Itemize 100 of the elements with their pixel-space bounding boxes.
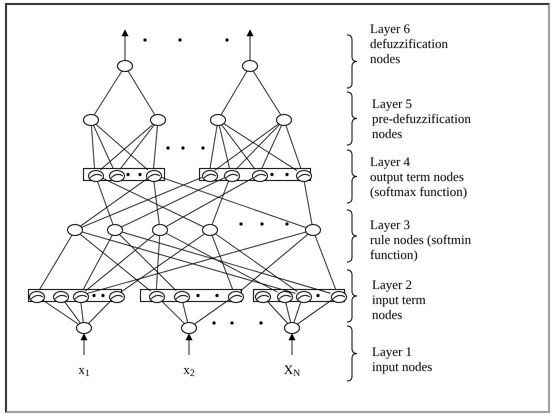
- connection-line: [285, 301, 291, 322]
- membership-neuron: [296, 170, 312, 182]
- neuron-circle: [181, 322, 197, 334]
- membership-neuron: [109, 290, 125, 302]
- connection-line: [91, 126, 95, 169]
- connection-line: [166, 233, 278, 292]
- neuron-circle: [242, 60, 258, 72]
- arrow: [122, 29, 128, 60]
- layer-label: output term nodes (softmax function): [370, 169, 468, 199]
- connection-line: [286, 125, 302, 170]
- membership-neuron: [252, 170, 268, 182]
- node-group-box: [140, 289, 242, 302]
- membership-neuron: [277, 290, 293, 302]
- connection-line: [222, 124, 256, 170]
- input-variable-label: X$_{N}$: [282, 362, 302, 377]
- membership-neuron: [255, 290, 271, 302]
- layer-label: Layer 4: [370, 154, 412, 169]
- input-variable-label: x$_{1}$: [77, 362, 91, 377]
- neuron-circle: [284, 322, 300, 334]
- connection-line: [82, 177, 202, 228]
- connection-line: [240, 234, 308, 292]
- arrow: [288, 333, 296, 356]
- layer-label: Layer 2: [372, 277, 414, 292]
- connection-line: [212, 180, 230, 225]
- neuron-circle: [202, 224, 218, 236]
- connection-line: [128, 71, 156, 115]
- connection-line: [121, 177, 225, 228]
- connection-line: [235, 124, 280, 170]
- connection-line: [253, 71, 281, 115]
- neuron-circle: [150, 114, 166, 126]
- connection-line: [38, 235, 72, 290]
- membership-neuron: [202, 170, 218, 182]
- connection-line: [261, 125, 282, 170]
- membership-neuron: [29, 290, 45, 302]
- connection-line: [224, 124, 298, 171]
- neuron-circle: [276, 114, 292, 126]
- connection-line: [153, 126, 158, 169]
- arrow: [186, 333, 192, 356]
- connection-line: [266, 300, 288, 324]
- connection-line: [214, 124, 279, 171]
- connection-line: [119, 234, 177, 292]
- membership-neuron: [109, 170, 125, 182]
- arrow: [80, 333, 88, 356]
- connection-line: [42, 299, 78, 324]
- connection-line: [215, 234, 298, 292]
- connection-line: [88, 300, 112, 324]
- connection-line: [166, 178, 253, 227]
- membership-neuron: [174, 290, 190, 302]
- layer-label: input nodes: [372, 359, 434, 374]
- membership-neuron: [331, 290, 347, 302]
- connection-line: [63, 300, 81, 324]
- connection-line: [96, 180, 114, 225]
- connection-line: [80, 178, 148, 226]
- connection-line: [314, 235, 336, 290]
- connection-line: [93, 125, 114, 170]
- connection-line: [220, 71, 248, 115]
- connection-line: [122, 232, 331, 294]
- connection-line: [212, 235, 234, 290]
- node-group-box: [253, 289, 345, 302]
- node-group-box: [199, 168, 311, 181]
- connection-line: [82, 235, 112, 290]
- neuron-circle: [67, 224, 83, 236]
- neuron-circle: [152, 224, 168, 236]
- membership-neuron: [149, 290, 165, 302]
- input-variable-label: x$_{2}$: [182, 362, 196, 377]
- connection-line: [101, 177, 204, 228]
- neuron-circle: [210, 114, 226, 126]
- neuron-circle: [83, 114, 99, 126]
- connection-line: [160, 176, 306, 228]
- membership-neuron: [296, 290, 312, 302]
- connection-line: [121, 234, 205, 292]
- connection-line: [297, 299, 333, 324]
- arrow: [246, 29, 254, 60]
- layer-label: rule nodes (softmin function): [370, 232, 472, 262]
- membership-neuron: [224, 170, 240, 182]
- connection-line: [194, 299, 230, 324]
- connection-line: [120, 124, 154, 170]
- neuron-circle: [76, 322, 92, 334]
- connection-line: [304, 180, 312, 224]
- layer-label: pre-defuzzification nodes: [372, 111, 472, 141]
- node-group-box: [28, 289, 122, 302]
- connection-line: [94, 71, 122, 115]
- node-group-box: [83, 168, 165, 181]
- layer-label: Layer 6: [370, 21, 412, 36]
- membership-neuron: [146, 170, 162, 182]
- connection-line: [80, 301, 84, 322]
- layer-label: defuzzification nodes: [370, 36, 449, 66]
- membership-neuron: [88, 170, 104, 182]
- neuron-circle: [305, 224, 321, 236]
- membership-neuron: [53, 290, 69, 302]
- connection-line: [219, 126, 230, 169]
- layer-label: Layer 3: [370, 217, 412, 232]
- connection-line: [182, 301, 188, 322]
- connection-line: [153, 180, 160, 224]
- neuron-circle: [117, 60, 133, 72]
- membership-neuron: [73, 290, 89, 302]
- layer-label: Layer 1: [372, 344, 414, 359]
- neuron-circle: [107, 224, 123, 236]
- connection-line: [160, 300, 185, 324]
- layer-label: input term nodes: [372, 292, 427, 322]
